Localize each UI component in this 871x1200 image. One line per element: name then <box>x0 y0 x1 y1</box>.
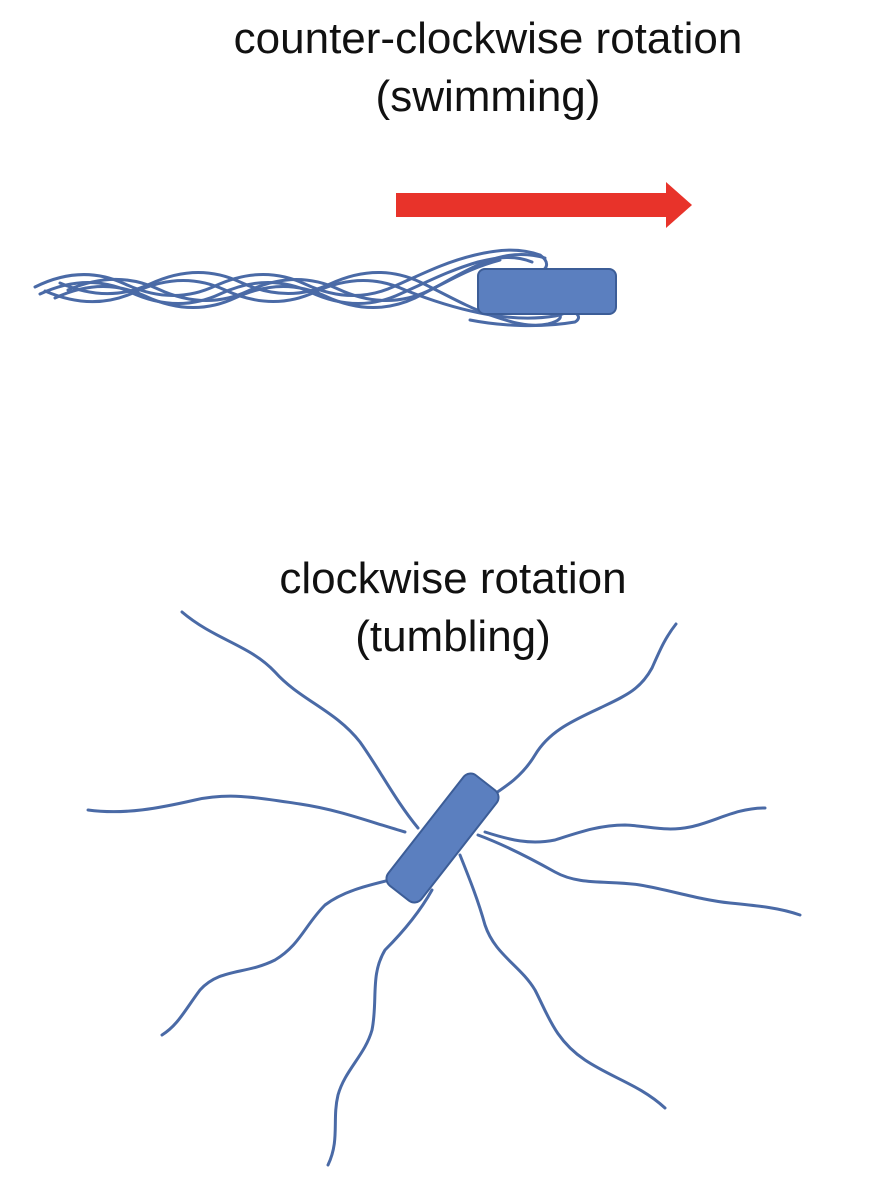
tumbling-caption: clockwise rotation (tumbling) <box>120 550 786 666</box>
swimming-title: counter-clockwise rotation <box>233 14 743 63</box>
direction-arrow <box>396 182 692 228</box>
tumbling-title: clockwise rotation <box>279 554 627 603</box>
swimming-cell-body <box>477 268 617 315</box>
swimming-subtitle: (swimming) <box>375 72 601 121</box>
tumbling-subtitle: (tumbling) <box>355 612 551 661</box>
arrow-head <box>666 182 692 228</box>
tumbling-cell-body <box>385 772 500 904</box>
splayed-flagella <box>86 610 802 1167</box>
arrow-shaft <box>396 193 672 217</box>
flagellar-bundle <box>33 248 580 328</box>
swimming-caption: counter-clockwise rotation (swimming) <box>120 10 856 126</box>
